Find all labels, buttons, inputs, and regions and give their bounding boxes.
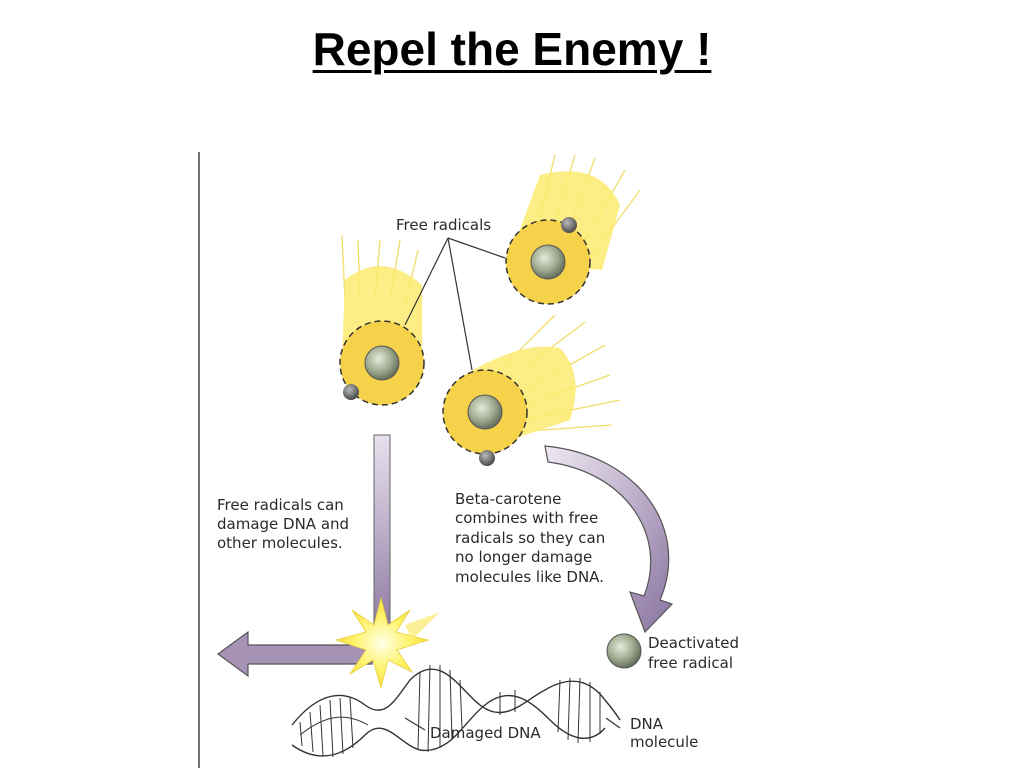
curved-arrow: [544, 445, 674, 634]
dna-molecule-label: DNA molecule: [630, 715, 698, 751]
damage-description: Free radicals can damage DNA and other m…: [217, 496, 354, 552]
deactivated-radical: [606, 633, 642, 669]
damage-burst: [334, 596, 440, 690]
dna-helix: [291, 664, 621, 758]
free-radicals-leader-lines: [404, 237, 506, 371]
damaged-dna-label: Damaged DNA: [430, 724, 541, 742]
free-radical-left: [339, 234, 425, 406]
slide-title: Repel the Enemy !: [312, 23, 712, 75]
free-radical-top: [505, 154, 641, 305]
free-radical-middle: [442, 314, 621, 466]
free-radicals-label: Free radicals: [396, 216, 491, 234]
dna-molecule-leader: [605, 717, 621, 729]
damaged-dna-leader: [404, 717, 426, 731]
beta-carotene-description: Beta-carotene combines with free radical…: [455, 490, 610, 586]
deactivated-radical-label: Deactivated free radical: [648, 634, 744, 672]
